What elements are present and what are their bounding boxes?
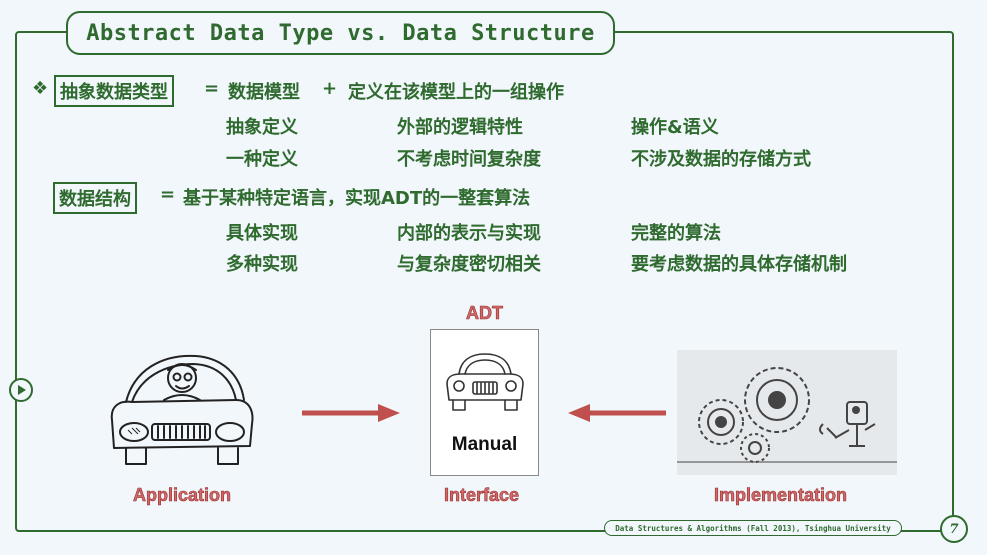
- car-front-icon: [446, 353, 524, 411]
- manual-label: Manual: [451, 434, 518, 455]
- page-number: 7: [940, 515, 968, 543]
- play-icon: [18, 385, 26, 395]
- adt-term: 抽象数据类型: [54, 75, 174, 107]
- adt-row2-col2: 不考虑时间复杂度: [397, 149, 541, 170]
- adt-row1-col3: 操作&语义: [631, 117, 719, 138]
- application-label: Application: [133, 485, 232, 506]
- gears-illustration: [677, 350, 897, 475]
- footer-credit: Data Structures & Algorithms (Fall 2013)…: [604, 520, 902, 536]
- manual-card: Manual: [430, 329, 539, 476]
- adt-row2-col1: 一种定义: [226, 149, 298, 170]
- ds-row2-col3: 要考虑数据的具体存储机制: [631, 254, 847, 275]
- ds-definition: 基于某种特定语言，实现ADT的一整套算法: [183, 188, 531, 209]
- ds-row1-col3: 完整的算法: [631, 223, 721, 244]
- adt-plus: +: [322, 78, 338, 99]
- ds-term: 数据结构: [53, 182, 137, 214]
- slide-title: Abstract Data Type vs. Data Structure: [66, 11, 615, 55]
- ds-row1-col2: 内部的表示与实现: [397, 223, 541, 244]
- arrow-right-icon: [302, 404, 400, 422]
- play-button[interactable]: [9, 378, 33, 402]
- adt-row1-col2: 外部的逻辑特性: [397, 117, 523, 138]
- ds-row2-col2: 与复杂度密切相关: [397, 254, 541, 275]
- adt-row2-col3: 不涉及数据的存储方式: [631, 149, 811, 170]
- interface-label: Interface: [444, 485, 520, 506]
- adt-label: ADT: [466, 303, 504, 324]
- adt-equals: =: [204, 78, 220, 99]
- adt-row1-col1: 抽象定义: [226, 117, 298, 138]
- ds-row2-col1: 多种实现: [226, 254, 298, 275]
- adt-operations: 定义在该模型上的一组操作: [348, 82, 564, 103]
- ds-equals: =: [160, 184, 176, 205]
- ds-row1-col1: 具体实现: [226, 223, 298, 244]
- diamond-bullet-icon: ❖: [32, 78, 49, 99]
- implementation-label: Implementation: [714, 485, 848, 506]
- adt-model: 数据模型: [228, 82, 300, 103]
- arrow-left-icon: [568, 404, 666, 422]
- driver-car-illustration: [110, 354, 254, 465]
